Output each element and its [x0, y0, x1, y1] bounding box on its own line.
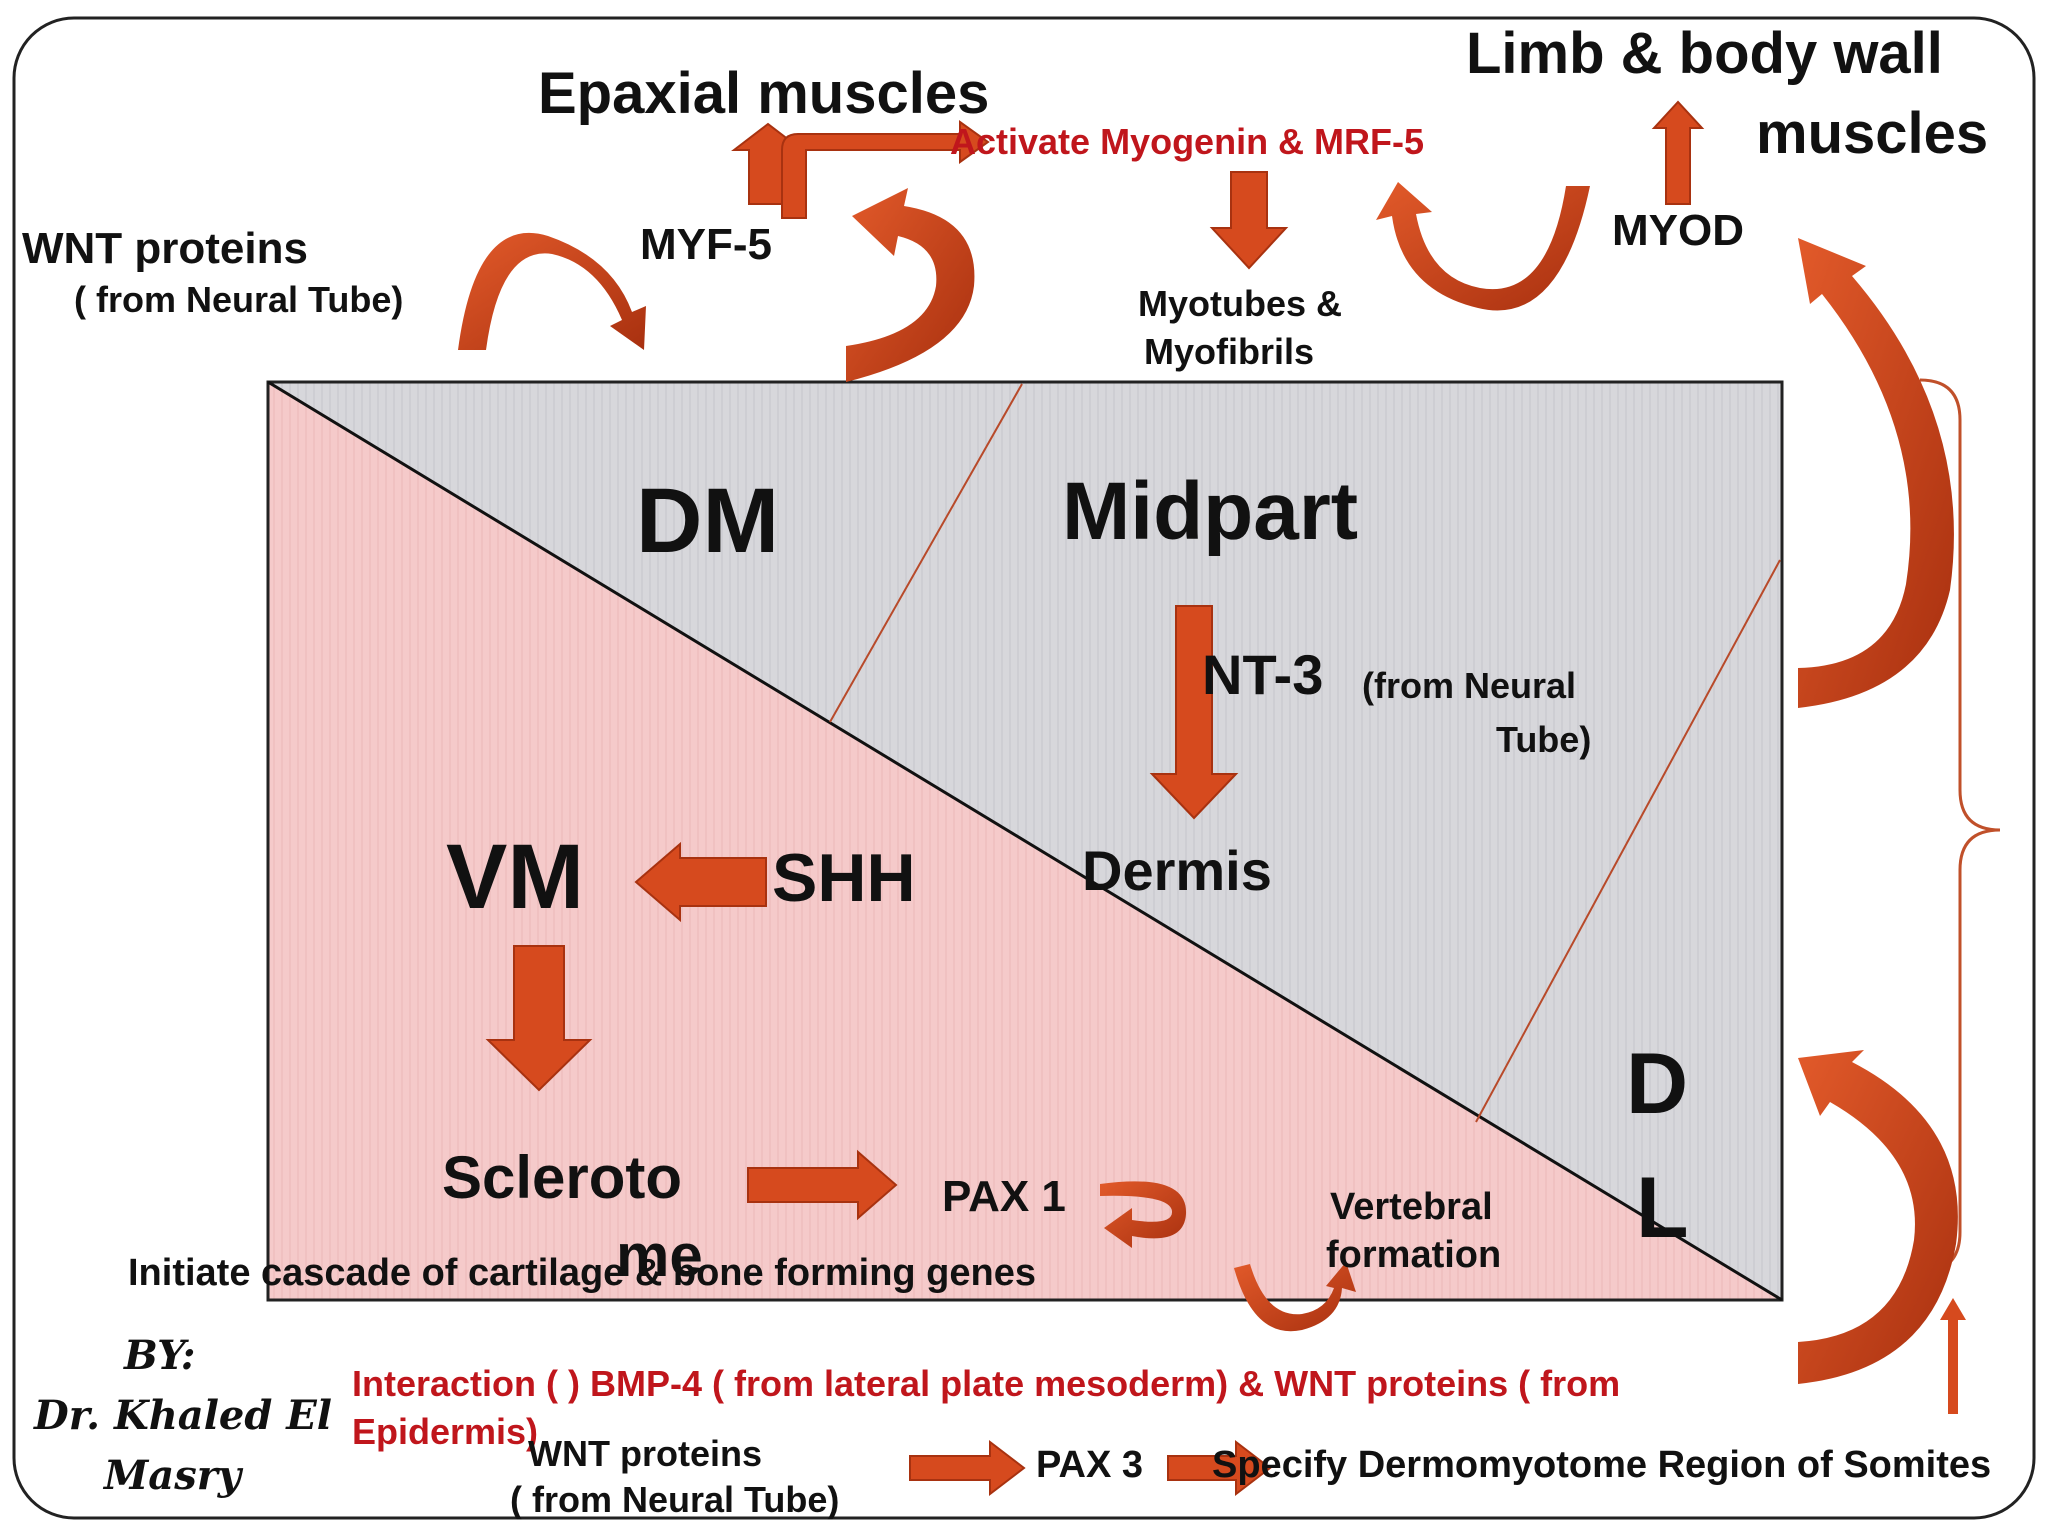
- activate-myogenin-label: Activate Myogenin & MRF-5: [950, 121, 1425, 162]
- specify-dermomyotome-label: Specify Dermomyotome Region of Somites: [1212, 1444, 1992, 1486]
- curved-arrow-to-myod: [1798, 238, 1954, 708]
- curved-arrow-loop-myf5: [846, 188, 975, 382]
- region-label-dm: DM: [636, 470, 780, 572]
- author-line-name: Dr. Khaled El: [34, 1392, 332, 1439]
- diagonal-divider: [267, 380, 1783, 1302]
- nt3-source-label-line2: Tube): [1496, 719, 1592, 760]
- somite-box: [266, 380, 1784, 1302]
- curved-arrow-myod-to-mrf5: [1376, 182, 1590, 311]
- myf5-label: MYF-5: [640, 220, 772, 269]
- curved-arrow-to-dl: [1798, 1050, 1958, 1384]
- slide-frame: [12, 16, 2036, 1520]
- nt3-source-label-line1: (from Neural: [1362, 665, 1577, 706]
- limb-muscles-label-line2: muscles: [1756, 101, 1989, 166]
- dl-divider: [1475, 559, 1781, 1123]
- curved-arrow-pax1-loop: [1100, 1181, 1187, 1248]
- arrow-up-limb: [1651, 100, 1705, 205]
- myotubes-label-line2: Myofibrils: [1144, 331, 1315, 372]
- right-brace: [1919, 378, 2001, 1274]
- author-line-surname: Masry: [104, 1452, 242, 1499]
- epaxial-muscles-label: Epaxial muscles: [538, 61, 990, 126]
- pax3-label: PAX 3: [1036, 1444, 1144, 1486]
- vertebral-formation-label-line1: Vertebral: [1330, 1186, 1493, 1228]
- arrow-wnt-to-pax3: [909, 1439, 1026, 1497]
- shh-label: SHH: [772, 840, 916, 916]
- arrow-nt3-to-dermis: [1149, 605, 1239, 820]
- wnt-source-bottom-label: ( from Neural Tube): [510, 1479, 840, 1520]
- dermis-label: Dermis: [1082, 839, 1272, 902]
- wnt-proteins-top-label: WNT proteins: [22, 224, 308, 273]
- pax1-label: PAX 1: [942, 1172, 1066, 1221]
- interaction-label-line1: Interaction ( ) BMP-4 ( from lateral pla…: [352, 1363, 1621, 1404]
- nt3-label: NT-3: [1202, 643, 1324, 706]
- sclerotome-label-line1: Scleroto: [442, 1144, 683, 1211]
- region-label-dl-d: D: [1626, 1036, 1689, 1132]
- vertebral-formation-label-line2: formation: [1326, 1234, 1502, 1276]
- arrow-shh-to-vm: [634, 841, 767, 923]
- author-line-by: BY:: [124, 1332, 196, 1379]
- arrow-thin-up-right: [1940, 1298, 1966, 1414]
- arrow-myf5-to-activate: [781, 120, 990, 219]
- curved-arrow-wnt-to-myf5: [458, 232, 646, 350]
- region-label-vm: VM: [446, 826, 584, 928]
- dm-divider: [829, 383, 1023, 723]
- region-label-dl-l: L: [1636, 1160, 1689, 1256]
- region-label-midpart: Midpart: [1062, 466, 1359, 557]
- arrow-to-myotubes: [1209, 171, 1289, 270]
- wnt-proteins-bottom-label: WNT proteins: [528, 1433, 762, 1474]
- wnt-source-top-label: ( from Neural Tube): [74, 279, 404, 320]
- sclerotome-label-line2: me: [616, 1222, 703, 1289]
- arrow-sclerotome-to-pax1: [747, 1149, 898, 1221]
- cascade-label: Initiate cascade of cartilage & bone for…: [128, 1252, 1037, 1294]
- curved-arrow-to-vertebral: [1234, 1262, 1356, 1332]
- limb-muscles-label-line1: Limb & body wall: [1466, 21, 1943, 86]
- arrow-vm-to-sclerotome: [485, 945, 593, 1092]
- myotubes-label-line1: Myotubes &: [1138, 283, 1343, 324]
- arrow-pax3-to-specify: [1167, 1439, 1272, 1497]
- interaction-label-line2: Epidermis): [352, 1411, 539, 1452]
- myod-label: MYOD: [1612, 206, 1744, 255]
